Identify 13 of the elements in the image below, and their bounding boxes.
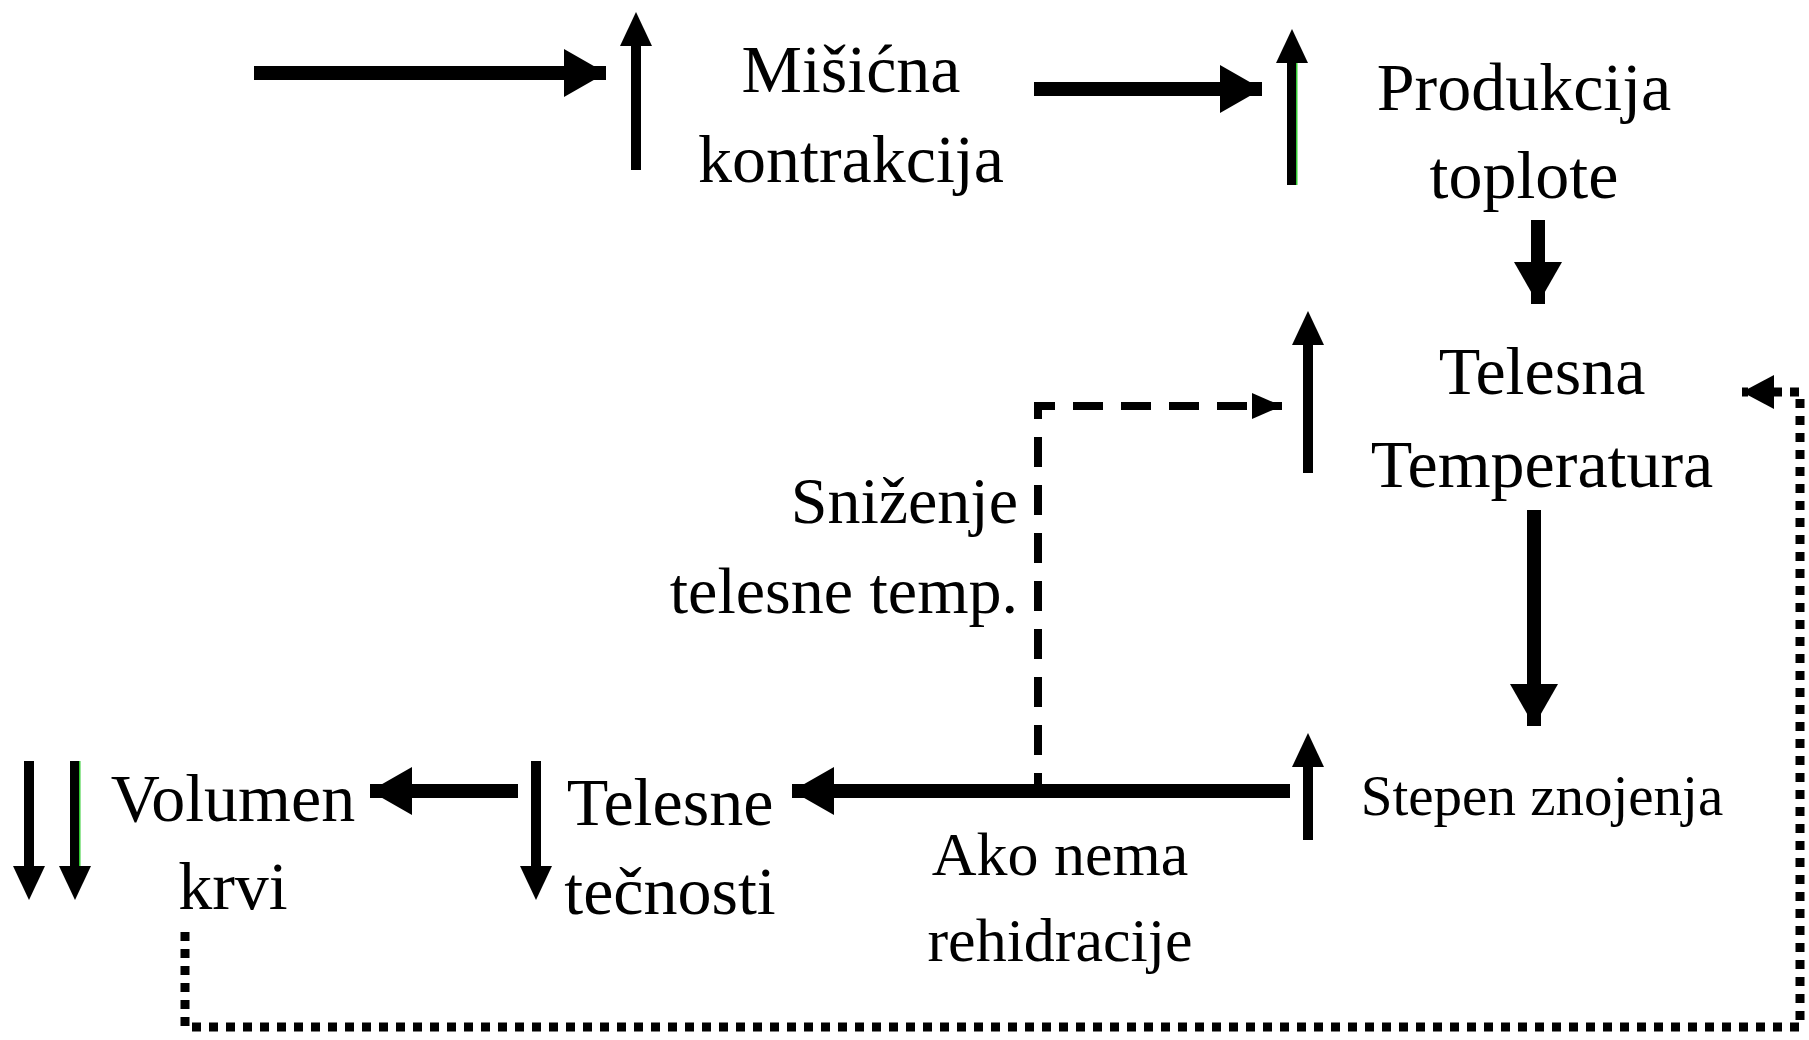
arrow	[1510, 510, 1558, 726]
arrow	[180, 375, 1805, 1032]
arrow	[792, 767, 1290, 815]
node-label: Telesna Temperatura	[1369, 332, 1715, 504]
node-label: Volumen krvi	[109, 759, 357, 926]
arrow	[370, 767, 518, 815]
node-label: Telesne tečnosti	[563, 763, 777, 931]
arrow	[1034, 65, 1262, 113]
node-label: Stepen znojenja	[1359, 764, 1725, 828]
arrow	[254, 49, 606, 97]
arrow	[1514, 220, 1562, 304]
node-label: Mišićna kontrakcija	[697, 30, 1005, 199]
node-label: Produkcija toplote	[1375, 48, 1673, 215]
